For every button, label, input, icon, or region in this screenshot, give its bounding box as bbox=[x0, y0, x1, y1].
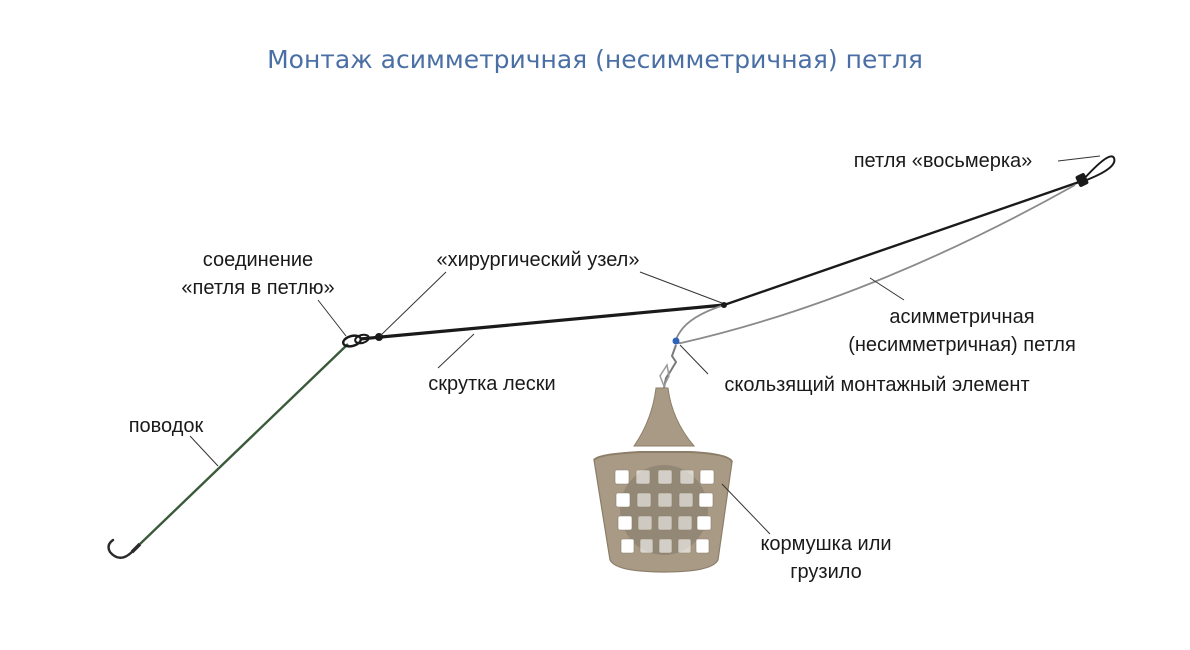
label-feeder-line1: кормушка или bbox=[760, 533, 891, 555]
asymmetric-loop-line bbox=[675, 184, 1076, 344]
label-surgeon-knot: «хирургический узел» bbox=[437, 249, 640, 271]
label-figure-eight-loop: петля «восьмерка» bbox=[854, 150, 1033, 172]
label-line-twist: скрутка лески bbox=[428, 373, 555, 395]
label-leader: поводок bbox=[129, 415, 204, 437]
line-twist bbox=[359, 303, 725, 341]
surgeon-knot-icon bbox=[721, 302, 727, 308]
main-line-top bbox=[723, 179, 1083, 307]
leader-line bbox=[139, 343, 349, 545]
label-loop-to-loop-line1: соединение bbox=[203, 249, 313, 271]
figure-eight-loop-icon bbox=[1075, 155, 1116, 187]
hook-icon bbox=[107, 538, 142, 559]
label-asymmetric-loop-line2: (несимметричная) петля bbox=[848, 334, 1076, 356]
page-title: Монтаж асимметричная (несимметричная) пе… bbox=[267, 45, 923, 74]
label-sliding-element: скользящий монтажный элемент bbox=[724, 374, 1029, 396]
sliding-element-icon bbox=[659, 337, 680, 389]
callout-lines bbox=[189, 155, 1101, 535]
label-loop-to-loop-line2: «петля в петлю» bbox=[181, 277, 334, 299]
label-asymmetric-loop-line1: асимметричная bbox=[889, 306, 1034, 328]
label-feeder-line2: грузило bbox=[790, 561, 862, 583]
feeder-icon bbox=[593, 387, 733, 573]
